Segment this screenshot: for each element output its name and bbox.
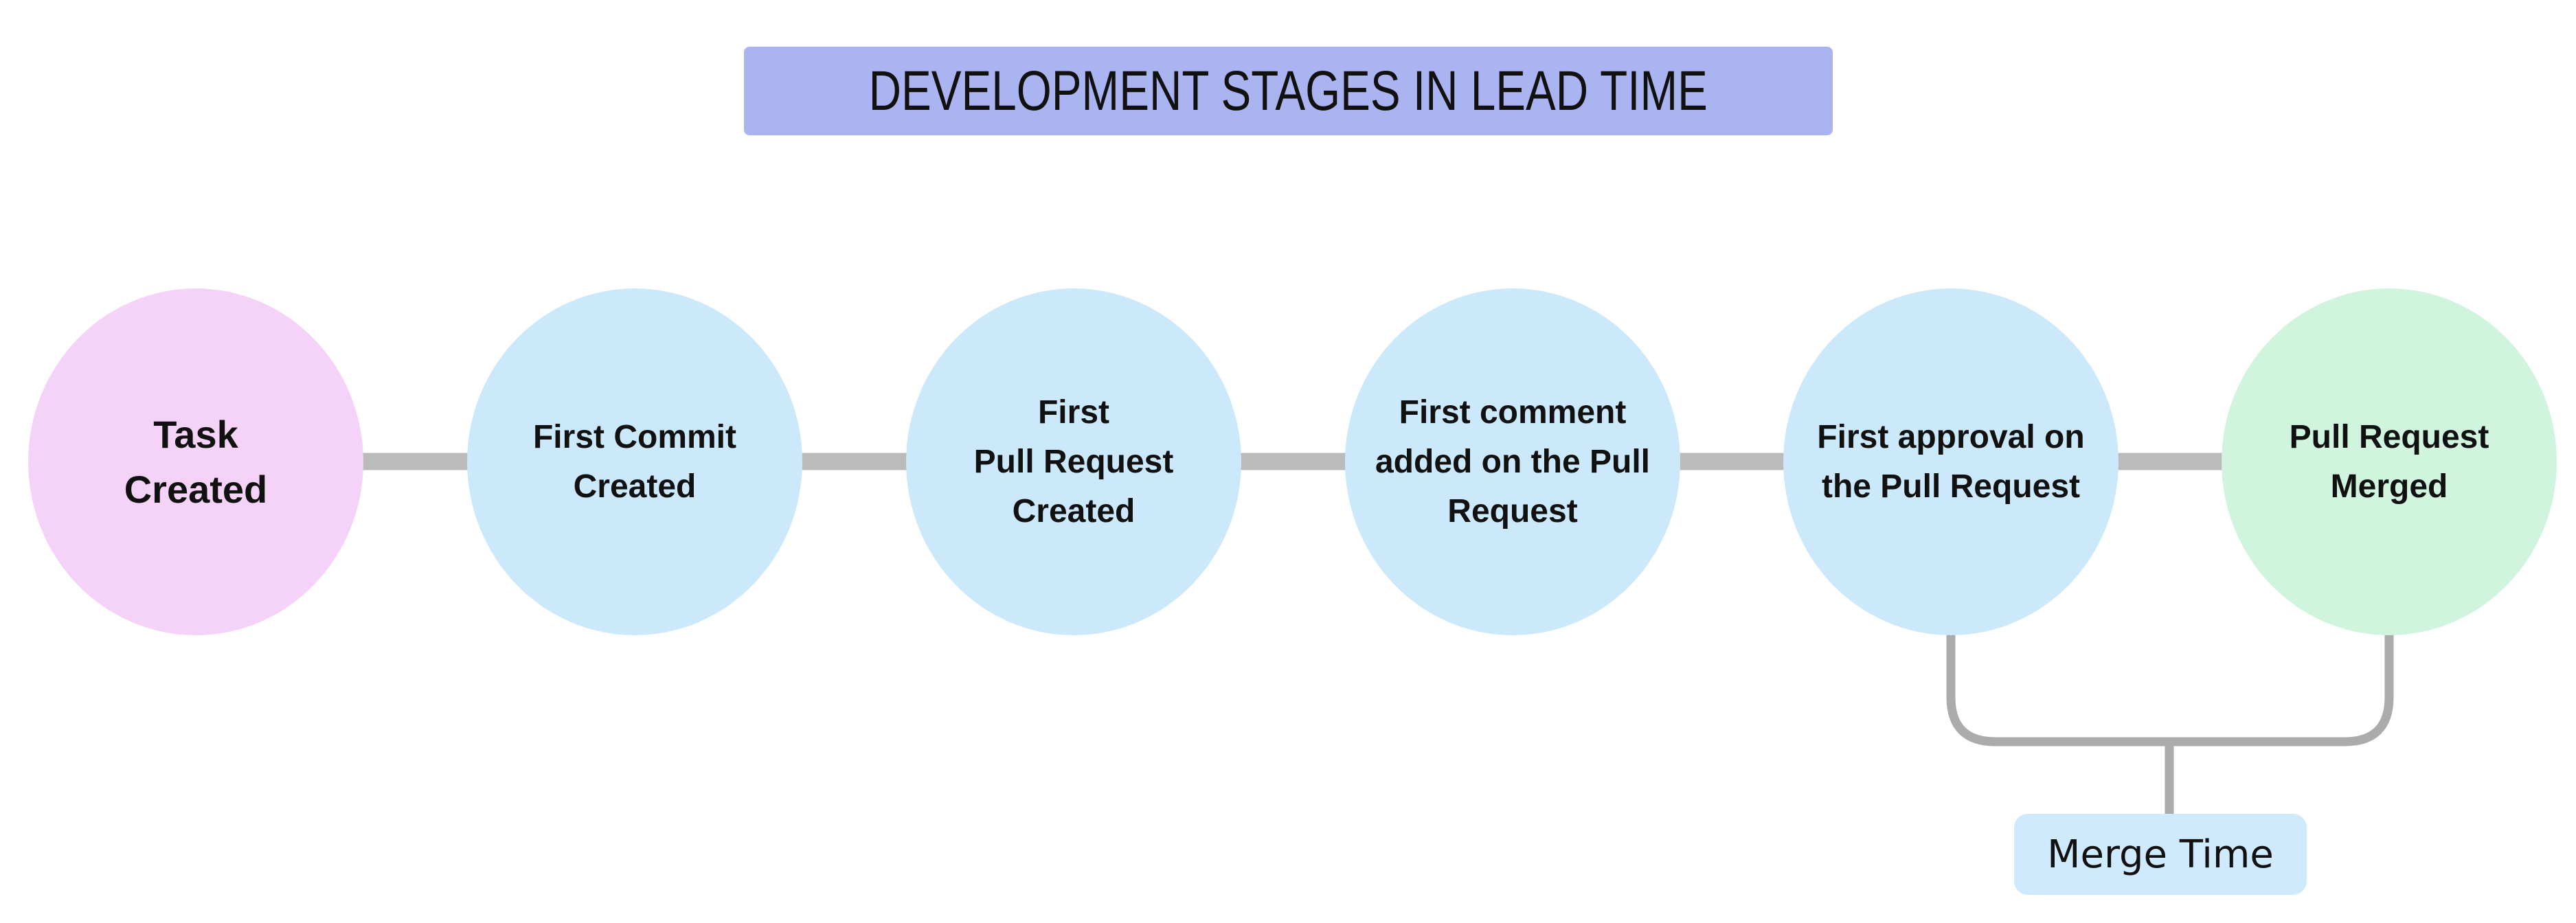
- stage-node-first-commit-created: First Commit Created: [467, 288, 802, 635]
- stage-label: First Pull Request Created: [973, 394, 1174, 529]
- stage-node-first-comment-added: First comment added on the Pull Request: [1345, 288, 1680, 635]
- diagram-title: DEVELOPMENT STAGES IN LEAD TIME: [868, 59, 1708, 122]
- stage-node-first-pull-request-created: First Pull Request Created: [906, 288, 1241, 635]
- merge-time-label-box: Merge Time: [2014, 814, 2307, 895]
- stage-node-first-approval: First approval on the Pull Request: [1783, 288, 2119, 635]
- stage-label: First Commit Created: [532, 418, 736, 505]
- stage-label: Task Created: [124, 412, 268, 511]
- diagram-title-banner: DEVELOPMENT STAGES IN LEAD TIME: [744, 47, 1833, 135]
- stage-label: First comment added on the Pull Request: [1375, 394, 1650, 529]
- stage-node-task-created: Task Created: [28, 288, 363, 635]
- merge-time-bracket: [1946, 629, 2394, 814]
- merge-time-label: Merge Time: [2047, 832, 2274, 877]
- stage-node-pull-request-merged: Pull Request Merged: [2222, 288, 2557, 635]
- stage-label: First approval on the Pull Request: [1817, 418, 2085, 505]
- stage-label: Pull Request Merged: [2289, 418, 2489, 505]
